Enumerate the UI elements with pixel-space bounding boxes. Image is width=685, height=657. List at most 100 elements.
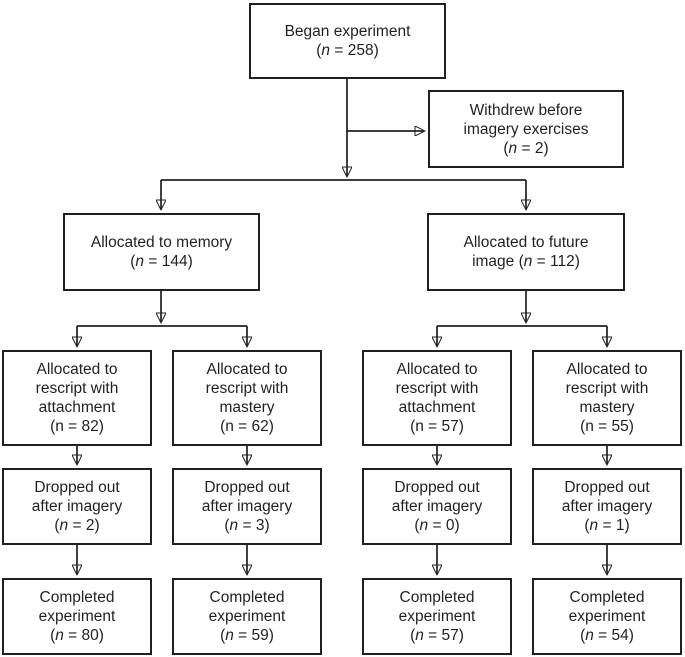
text-line: rescript with bbox=[205, 380, 289, 397]
n-symbol: n bbox=[585, 627, 594, 644]
node-withdrew-before-imagery: Withdrew before imagery exercises (n = 2… bbox=[428, 90, 624, 168]
text-line: Allocated to bbox=[396, 361, 478, 378]
n-line: (n = 55) bbox=[580, 417, 634, 436]
n-symbol: n bbox=[523, 253, 533, 270]
n-post: = 1) bbox=[598, 517, 630, 534]
node-rescript-attachment-future: Allocated to rescript with attachment (n… bbox=[362, 350, 512, 446]
text-line: after imagery bbox=[391, 498, 483, 515]
text-line: attachment bbox=[398, 399, 476, 416]
n-pre: ( bbox=[54, 517, 60, 534]
n-post: = 59) bbox=[233, 627, 274, 644]
text-line: Dropped out bbox=[564, 479, 650, 496]
text-line: experiment bbox=[568, 608, 646, 625]
n-symbol: n bbox=[321, 42, 331, 59]
node-allocated-memory: Allocated to memory (n = 144) bbox=[63, 213, 260, 291]
text-line: Allocated to bbox=[206, 361, 288, 378]
n-symbol: n bbox=[135, 253, 145, 270]
n-line: (n = 2) bbox=[503, 139, 548, 158]
text-line: Completed bbox=[209, 589, 285, 606]
text-line: after imagery bbox=[201, 498, 293, 515]
node-completed-memory-mastery: Completed experiment (n = 59) bbox=[172, 578, 322, 655]
n-symbol: n bbox=[508, 139, 518, 157]
text-line: Dropped out bbox=[394, 479, 480, 496]
n-post: = 55) bbox=[593, 418, 634, 435]
n-pre: ( bbox=[130, 253, 136, 270]
n-line: (n = 54) bbox=[580, 626, 634, 645]
text-line: experiment bbox=[398, 608, 476, 625]
node-rescript-mastery-memory: Allocated to rescript with mastery (n = … bbox=[172, 350, 322, 446]
n-symbol: n bbox=[585, 418, 594, 435]
text-line: after imagery bbox=[561, 498, 653, 515]
text-line: Allocated to bbox=[566, 361, 648, 378]
text-line: Completed bbox=[39, 589, 115, 606]
text-line: rescript with bbox=[35, 380, 119, 397]
n-pre: ( bbox=[220, 627, 226, 644]
n-pre: ( bbox=[580, 627, 586, 644]
n-symbol: n bbox=[55, 418, 64, 435]
n-pre: ( bbox=[50, 627, 56, 644]
n-post: = 112) bbox=[532, 253, 580, 270]
n-symbol: n bbox=[225, 418, 234, 435]
n-line: image (n = 112) bbox=[472, 252, 580, 271]
text-line: after imagery bbox=[31, 498, 123, 515]
n-line: (n = 80) bbox=[50, 626, 104, 645]
n-post: = 62) bbox=[233, 418, 274, 435]
n-post: = 57) bbox=[423, 418, 464, 435]
n-post: = 82) bbox=[63, 418, 104, 435]
node-dropout-memory-mastery: Dropped out after imagery (n = 3) bbox=[172, 468, 322, 545]
text-line: Completed bbox=[569, 589, 645, 606]
n-line: (n = 62) bbox=[220, 417, 274, 436]
n-symbol: n bbox=[225, 627, 234, 644]
n-post: = 2) bbox=[517, 139, 549, 157]
n-post: = 54) bbox=[593, 627, 634, 644]
node-completed-future-mastery: Completed experiment (n = 54) bbox=[532, 578, 682, 655]
n-symbol: n bbox=[415, 627, 424, 644]
text-line: mastery bbox=[579, 399, 635, 416]
n-line: (n = 57) bbox=[410, 626, 464, 645]
n-line: (n = 57) bbox=[410, 417, 464, 436]
node-dropout-future-mastery: Dropped out after imagery (n = 1) bbox=[532, 468, 682, 545]
node-completed-future-attachment: Completed experiment (n = 57) bbox=[362, 578, 512, 655]
n-post: = 80) bbox=[63, 627, 104, 644]
text-line: Dropped out bbox=[34, 479, 120, 496]
node-completed-memory-attachment: Completed experiment (n = 80) bbox=[2, 578, 152, 655]
n-line: (n = 0) bbox=[414, 516, 459, 535]
node-dropout-future-attachment: Dropped out after imagery (n = 0) bbox=[362, 468, 512, 545]
n-symbol: n bbox=[419, 517, 429, 534]
n-line: (n = 82) bbox=[50, 417, 104, 436]
n-post: = 0) bbox=[428, 517, 460, 534]
n-post: = 3) bbox=[238, 517, 270, 534]
node-rescript-mastery-future: Allocated to rescript with mastery (n = … bbox=[532, 350, 682, 446]
text-line: attachment bbox=[38, 399, 116, 416]
n-post: = 57) bbox=[423, 627, 464, 644]
text-line: mastery bbox=[219, 399, 275, 416]
n-symbol: n bbox=[589, 517, 599, 534]
n-pre: ( bbox=[410, 627, 416, 644]
n-pre: ( bbox=[414, 517, 420, 534]
node-began-experiment: Began experiment (n = 258) bbox=[249, 3, 446, 79]
text-line: Completed bbox=[399, 589, 475, 606]
text-line: Allocated to memory bbox=[90, 234, 233, 251]
text-line: Allocated to future bbox=[463, 234, 589, 251]
n-pre: ( bbox=[503, 139, 509, 157]
text-line: Withdrew before bbox=[469, 101, 583, 119]
n-pre: ( bbox=[584, 517, 590, 534]
n-pre: ( bbox=[224, 517, 230, 534]
text-line: Allocated to bbox=[36, 361, 118, 378]
n-line: (n = 258) bbox=[316, 41, 378, 60]
node-dropout-memory-attachment: Dropped out after imagery (n = 2) bbox=[2, 468, 152, 545]
n-pre: ( bbox=[410, 418, 416, 435]
node-rescript-attachment-memory: Allocated to rescript with attachment (n… bbox=[2, 350, 152, 446]
n-pre: ( bbox=[50, 418, 56, 435]
n-pre: ( bbox=[316, 42, 322, 59]
node-allocated-future-image: Allocated to future image (n = 112) bbox=[427, 213, 625, 291]
n-pre: ( bbox=[580, 418, 586, 435]
n-line: (n = 144) bbox=[130, 252, 192, 271]
n-post: = 258) bbox=[330, 42, 379, 59]
text-line: experiment bbox=[38, 608, 116, 625]
text-line: experiment bbox=[208, 608, 286, 625]
text-line: imagery exercises bbox=[463, 120, 589, 138]
n-symbol: n bbox=[229, 517, 239, 534]
n-line: (n = 1) bbox=[584, 516, 629, 535]
